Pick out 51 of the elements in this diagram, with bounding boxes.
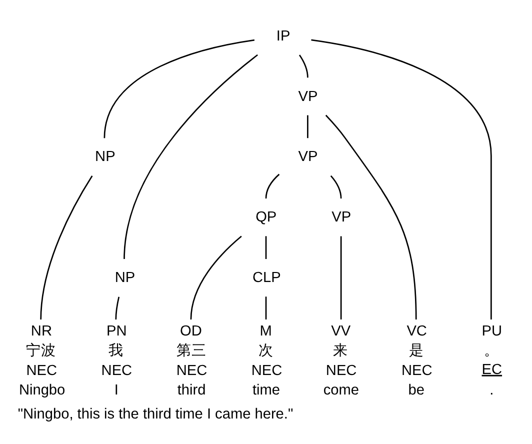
node-label: 。 — [484, 343, 499, 360]
connector — [330, 175, 342, 199]
node-label: . — [490, 382, 494, 399]
node-text: VP — [298, 88, 318, 105]
node-label: NEC — [326, 362, 357, 379]
node-label: Ningbo — [18, 382, 66, 399]
node-text: M — [260, 323, 272, 340]
node-text: VV — [331, 323, 351, 340]
node-text: NR — [30, 323, 52, 340]
node-label: 第三 — [176, 343, 206, 360]
node-label: be — [408, 382, 425, 399]
connector — [307, 115, 308, 138]
node-text: NP — [95, 149, 116, 166]
node-text: PU — [482, 323, 502, 340]
node-text: PN — [106, 323, 127, 340]
connector — [311, 39, 492, 320]
connector — [190, 236, 242, 320]
node-label: 我 — [108, 343, 124, 360]
connector — [265, 236, 267, 259]
node-label: NEC — [26, 362, 58, 379]
node-label: NEC — [176, 362, 208, 379]
connector — [340, 236, 342, 320]
connector — [104, 39, 255, 138]
node-label: time — [252, 382, 280, 399]
node-label: NEC — [402, 362, 432, 379]
connector — [265, 174, 280, 199]
node-text: VP — [332, 210, 352, 226]
node-text: VP — [298, 149, 318, 166]
connector — [115, 296, 120, 320]
node-text: OD — [180, 323, 202, 340]
connector — [265, 296, 267, 320]
connector — [298, 54, 308, 78]
caption: "Ningbo, this is the third time I came here." — [18, 406, 294, 423]
node-label: 宁波 — [26, 343, 56, 360]
node-label: NEC — [101, 362, 132, 379]
node-text: IP — [276, 28, 290, 44]
connector — [325, 114, 417, 320]
node-text: CLP — [252, 270, 281, 286]
node-text: VC — [406, 323, 427, 340]
node-label: third — [177, 382, 206, 399]
node-label: NEC — [251, 362, 282, 379]
node-label: I — [114, 382, 118, 399]
node-text: QP — [256, 210, 277, 226]
node-label: 来 — [333, 343, 348, 360]
node-label: 次 — [258, 343, 274, 360]
node-label: 是 — [408, 343, 424, 360]
node-label: EC — [482, 362, 502, 378]
node-label: come — [323, 382, 359, 399]
node-text: NP — [114, 270, 136, 286]
connector — [40, 176, 93, 320]
connector — [124, 54, 258, 260]
